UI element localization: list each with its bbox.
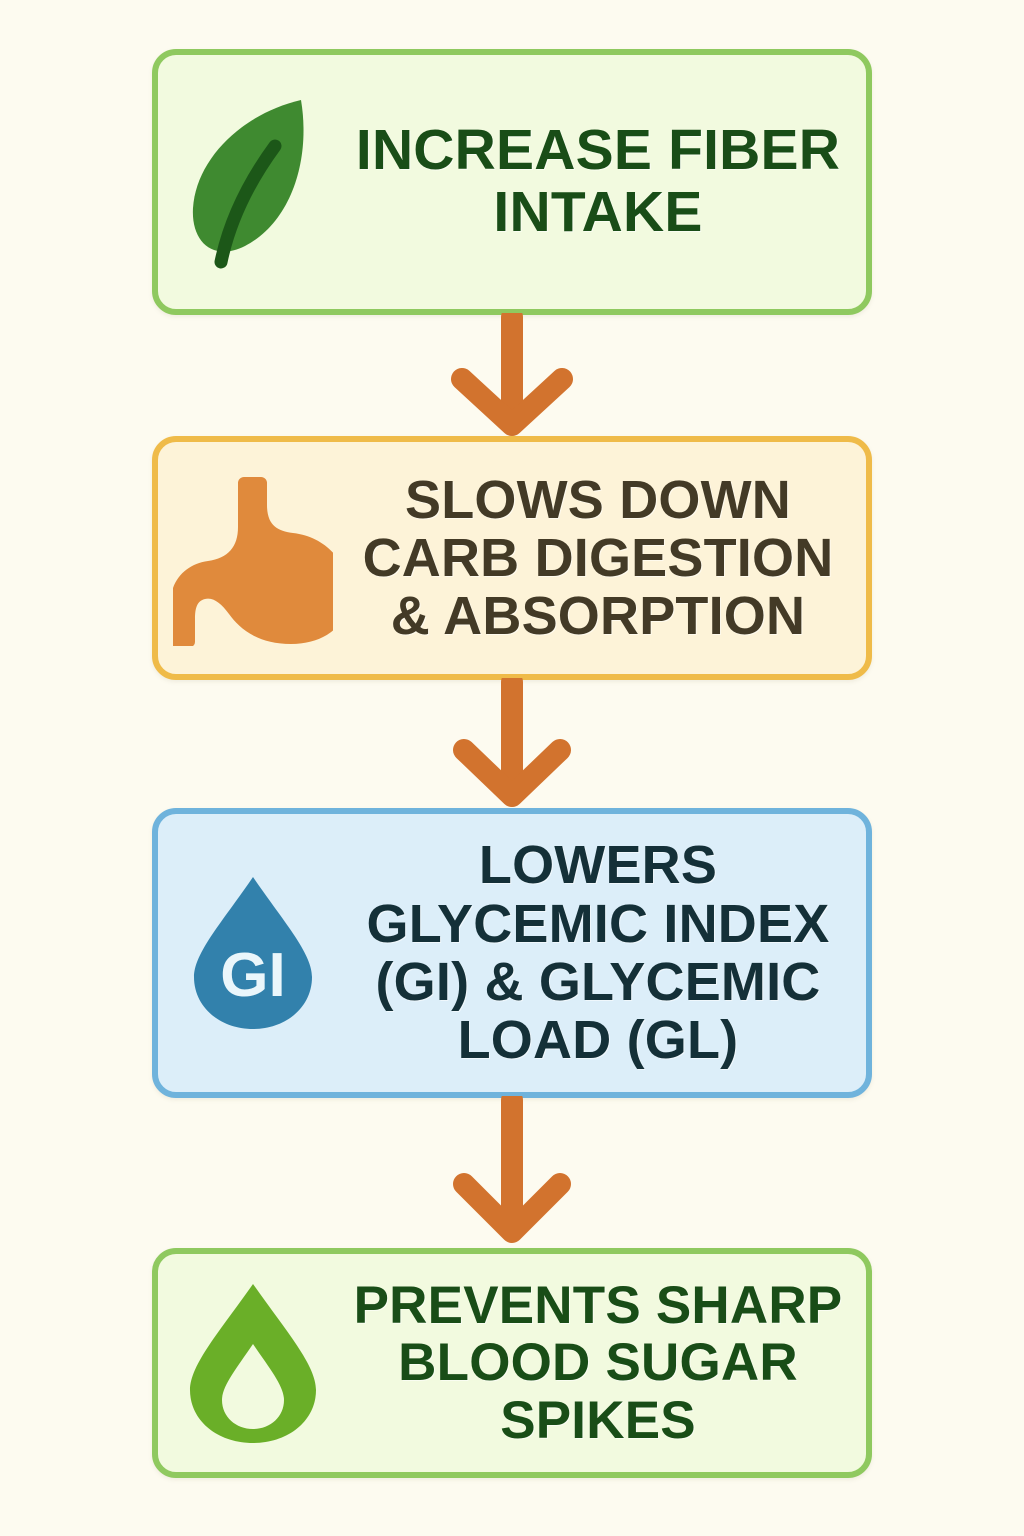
flow-step-prevents-sugar-spikes[interactable]: PREVENTS SHARP BLOOD SUGAR SPIKES [152,1248,872,1478]
gi-droplet-icon: GI [158,873,348,1033]
flow-step-slows-carb-digestion[interactable]: SLOWS DOWN CARB DIGESTION & ABSORPTION [152,436,872,680]
arrow-down-icon-2 [0,678,1024,810]
leaf-icon [158,90,348,275]
gi-droplet-label: GI [220,941,285,1010]
flow-step-label: PREVENTS SHARP BLOOD SUGAR SPIKES [353,1276,843,1450]
flow-step-label: INCREASE FIBER INTAKE [355,118,841,244]
arrow-down-icon-1 [0,313,1024,437]
flow-step-lowers-glycemic-index[interactable]: GI LOWERS GLYCEMIC INDEX (GI) & GLYCEMIC… [152,808,872,1098]
blood-drop-outline-icon [158,1281,348,1446]
flow-step-increase-fiber-intake[interactable]: INCREASE FIBER INTAKE [152,49,872,315]
arrow-down-icon-3 [0,1096,1024,1250]
flow-step-label: SLOWS DOWN CARB DIGESTION & ABSORPTION [362,469,834,647]
flow-step-label: LOWERS GLYCEMIC INDEX (GI) & GLYCEMIC LO… [366,835,830,1071]
stomach-icon [158,471,348,646]
